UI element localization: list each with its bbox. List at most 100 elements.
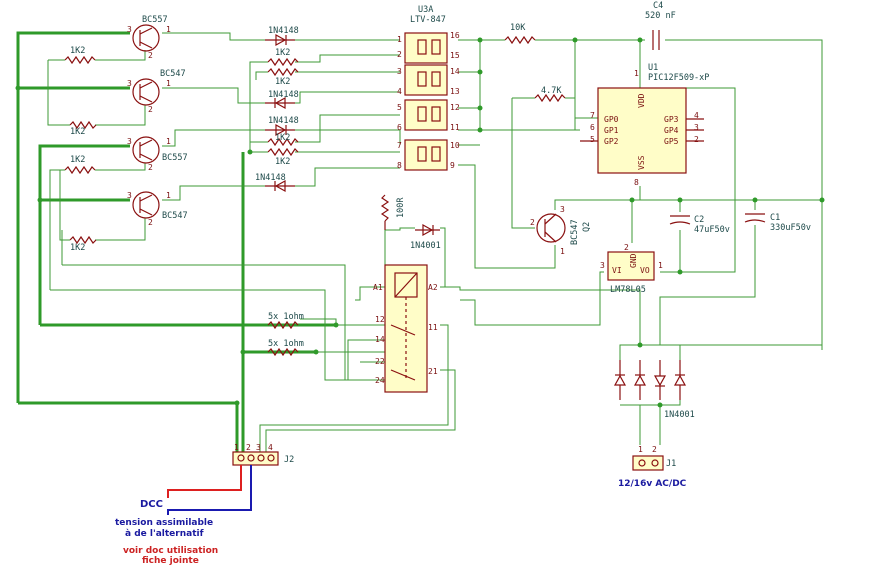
connector-pin: 4	[268, 443, 273, 452]
mcu-value: PIC12F509-xP	[648, 73, 709, 83]
connector-j2: 1 2 3 4 J2	[232, 443, 294, 466]
diode-label: 1N4148	[268, 116, 299, 126]
resistor-label: 1K2	[70, 46, 85, 56]
opto-pin: 2	[397, 50, 402, 59]
transistor-pin: 1	[560, 247, 565, 256]
transistor-q-4: 3 2 1 BC547	[127, 191, 188, 227]
opto-pin: 11	[450, 123, 460, 132]
mcu-pin: 3	[694, 123, 699, 132]
mcu-pin-name: GP0	[604, 115, 619, 124]
resistors-5x1ohm: 5x 1ohm 5x 1ohm	[267, 312, 304, 357]
opto-pin: 1	[397, 35, 402, 44]
mcu-pin: 1	[634, 69, 639, 78]
transistor-pin: 1	[166, 79, 171, 88]
cap-value: 47uF50v	[694, 225, 730, 235]
transistor-q2: 2 3 1 BC547 Q2	[530, 205, 592, 256]
opto-pin: 5	[397, 103, 402, 112]
relay-pin: A1	[373, 283, 383, 292]
transistor-pin: 2	[148, 105, 153, 114]
relay-pin: A2	[428, 283, 438, 292]
capacitor-c4: C4 520 nF	[645, 1, 676, 50]
capacitor-c1: C1 330uF50v	[744, 213, 811, 233]
note-red: fiche jointe	[142, 556, 199, 566]
transistor-pin: 1	[166, 191, 171, 200]
resistor-label: 5x 1ohm	[268, 339, 304, 349]
opto-pin: 14	[450, 67, 460, 76]
transistor-pin: 3	[127, 137, 132, 146]
note-blue: tension assimilable	[115, 518, 213, 528]
opto-pin: 13	[450, 87, 460, 96]
resistor-label: 1K2	[70, 127, 85, 137]
cap-value: 520 nF	[645, 11, 676, 21]
resistor-100r: 100R	[380, 194, 406, 230]
relay-pin: 14	[375, 335, 385, 344]
opto-pin: 9	[450, 161, 455, 170]
diode-label: 1N4001	[410, 241, 441, 251]
dcc-label: DCC	[140, 499, 163, 510]
resistors-right: 1K2 1K2 1K2 1K2	[267, 48, 299, 167]
mcu-pin: 6	[590, 123, 595, 132]
note-blue: à de l'alternatif	[125, 529, 204, 539]
reg-pin: 1	[658, 261, 663, 270]
opto-pin: 8	[397, 161, 402, 170]
cap-value: 330uF50v	[770, 223, 811, 233]
diode-label: 1N4148	[255, 173, 286, 183]
mcu-pin: 2	[694, 135, 699, 144]
relay-pin: 12	[375, 315, 385, 324]
resistor-label: 1K2	[275, 157, 290, 167]
mcu-pin: 8	[634, 178, 639, 187]
optocoupler-u3a: U3A LTV-847 1 2 3 4 5 6 7 8 16 15 14 13 …	[397, 5, 460, 171]
relay: A1 A2 12 14 22 24 11 21	[373, 264, 438, 393]
connector-pin: 2	[652, 445, 657, 454]
mcu-pin-name: GP1	[604, 126, 619, 135]
regulator-lm78l05: VI VO GND 3 2 1 LM78L05	[600, 243, 663, 295]
transistor-pin: 1	[166, 137, 171, 146]
connector-ref: J2	[284, 455, 294, 465]
resistor-label: 1K2	[275, 48, 290, 58]
connector-pin: 3	[256, 443, 261, 452]
bus-wires	[16, 31, 336, 455]
opto-pin: 16	[450, 31, 460, 40]
opto-pin: 3	[397, 67, 402, 76]
opto-value: LTV-847	[410, 15, 446, 25]
transistor-pin: 2	[148, 218, 153, 227]
reg-pin-name: GND	[629, 253, 638, 268]
reg-pin: 2	[624, 243, 629, 252]
transistor-label: BC557	[142, 15, 168, 25]
opto-pin: 4	[397, 87, 402, 96]
resistor-label: 1K2	[275, 133, 290, 143]
transistor-label: BC557	[162, 153, 188, 163]
power-label: 12/16v AC/DC	[618, 479, 687, 489]
resistor-label: 1K2	[70, 155, 85, 165]
bridge-rectifier: 1N4001	[613, 360, 695, 420]
relay-pin: 21	[428, 367, 438, 376]
opto-ref: U3A	[418, 5, 433, 15]
connector-pin: 1	[234, 443, 239, 452]
opto-pin: 15	[450, 51, 460, 60]
reg-ref: LM78L05	[610, 285, 646, 295]
mcu-pin-name: GP4	[664, 126, 679, 135]
opto-pin: 10	[450, 141, 460, 150]
transistor-label: BC547	[160, 69, 186, 79]
transistor-label: BC547	[570, 219, 580, 245]
transistor-pin: 3	[127, 25, 132, 34]
transistor-pin: 2	[530, 218, 535, 227]
diodes-1n4148: 1N4148 1N4148 1N4148 1N4148	[255, 26, 299, 193]
relay-pin: 24	[375, 376, 385, 385]
transistor-pin: 3	[127, 79, 132, 88]
transistor-pin: 2	[148, 163, 153, 172]
relay-pin: 11	[428, 323, 438, 332]
thin-wires	[47, 32, 823, 455]
transistor-label: BC547	[162, 211, 188, 221]
mcu-pin-name: VSS	[637, 155, 646, 170]
transistor-pin: 2	[148, 51, 153, 60]
diode-relay: 1N4001	[410, 223, 441, 251]
resistor-label: 10K	[510, 23, 526, 33]
resistor-4k7: 4.7K	[534, 86, 566, 103]
resistor-label: 4.7K	[541, 86, 562, 96]
reg-pin-name: VO	[640, 266, 650, 275]
reg-pin-name: VI	[612, 266, 622, 275]
mcu-pin-name: GP5	[664, 137, 679, 146]
transistor-pin: 3	[127, 191, 132, 200]
